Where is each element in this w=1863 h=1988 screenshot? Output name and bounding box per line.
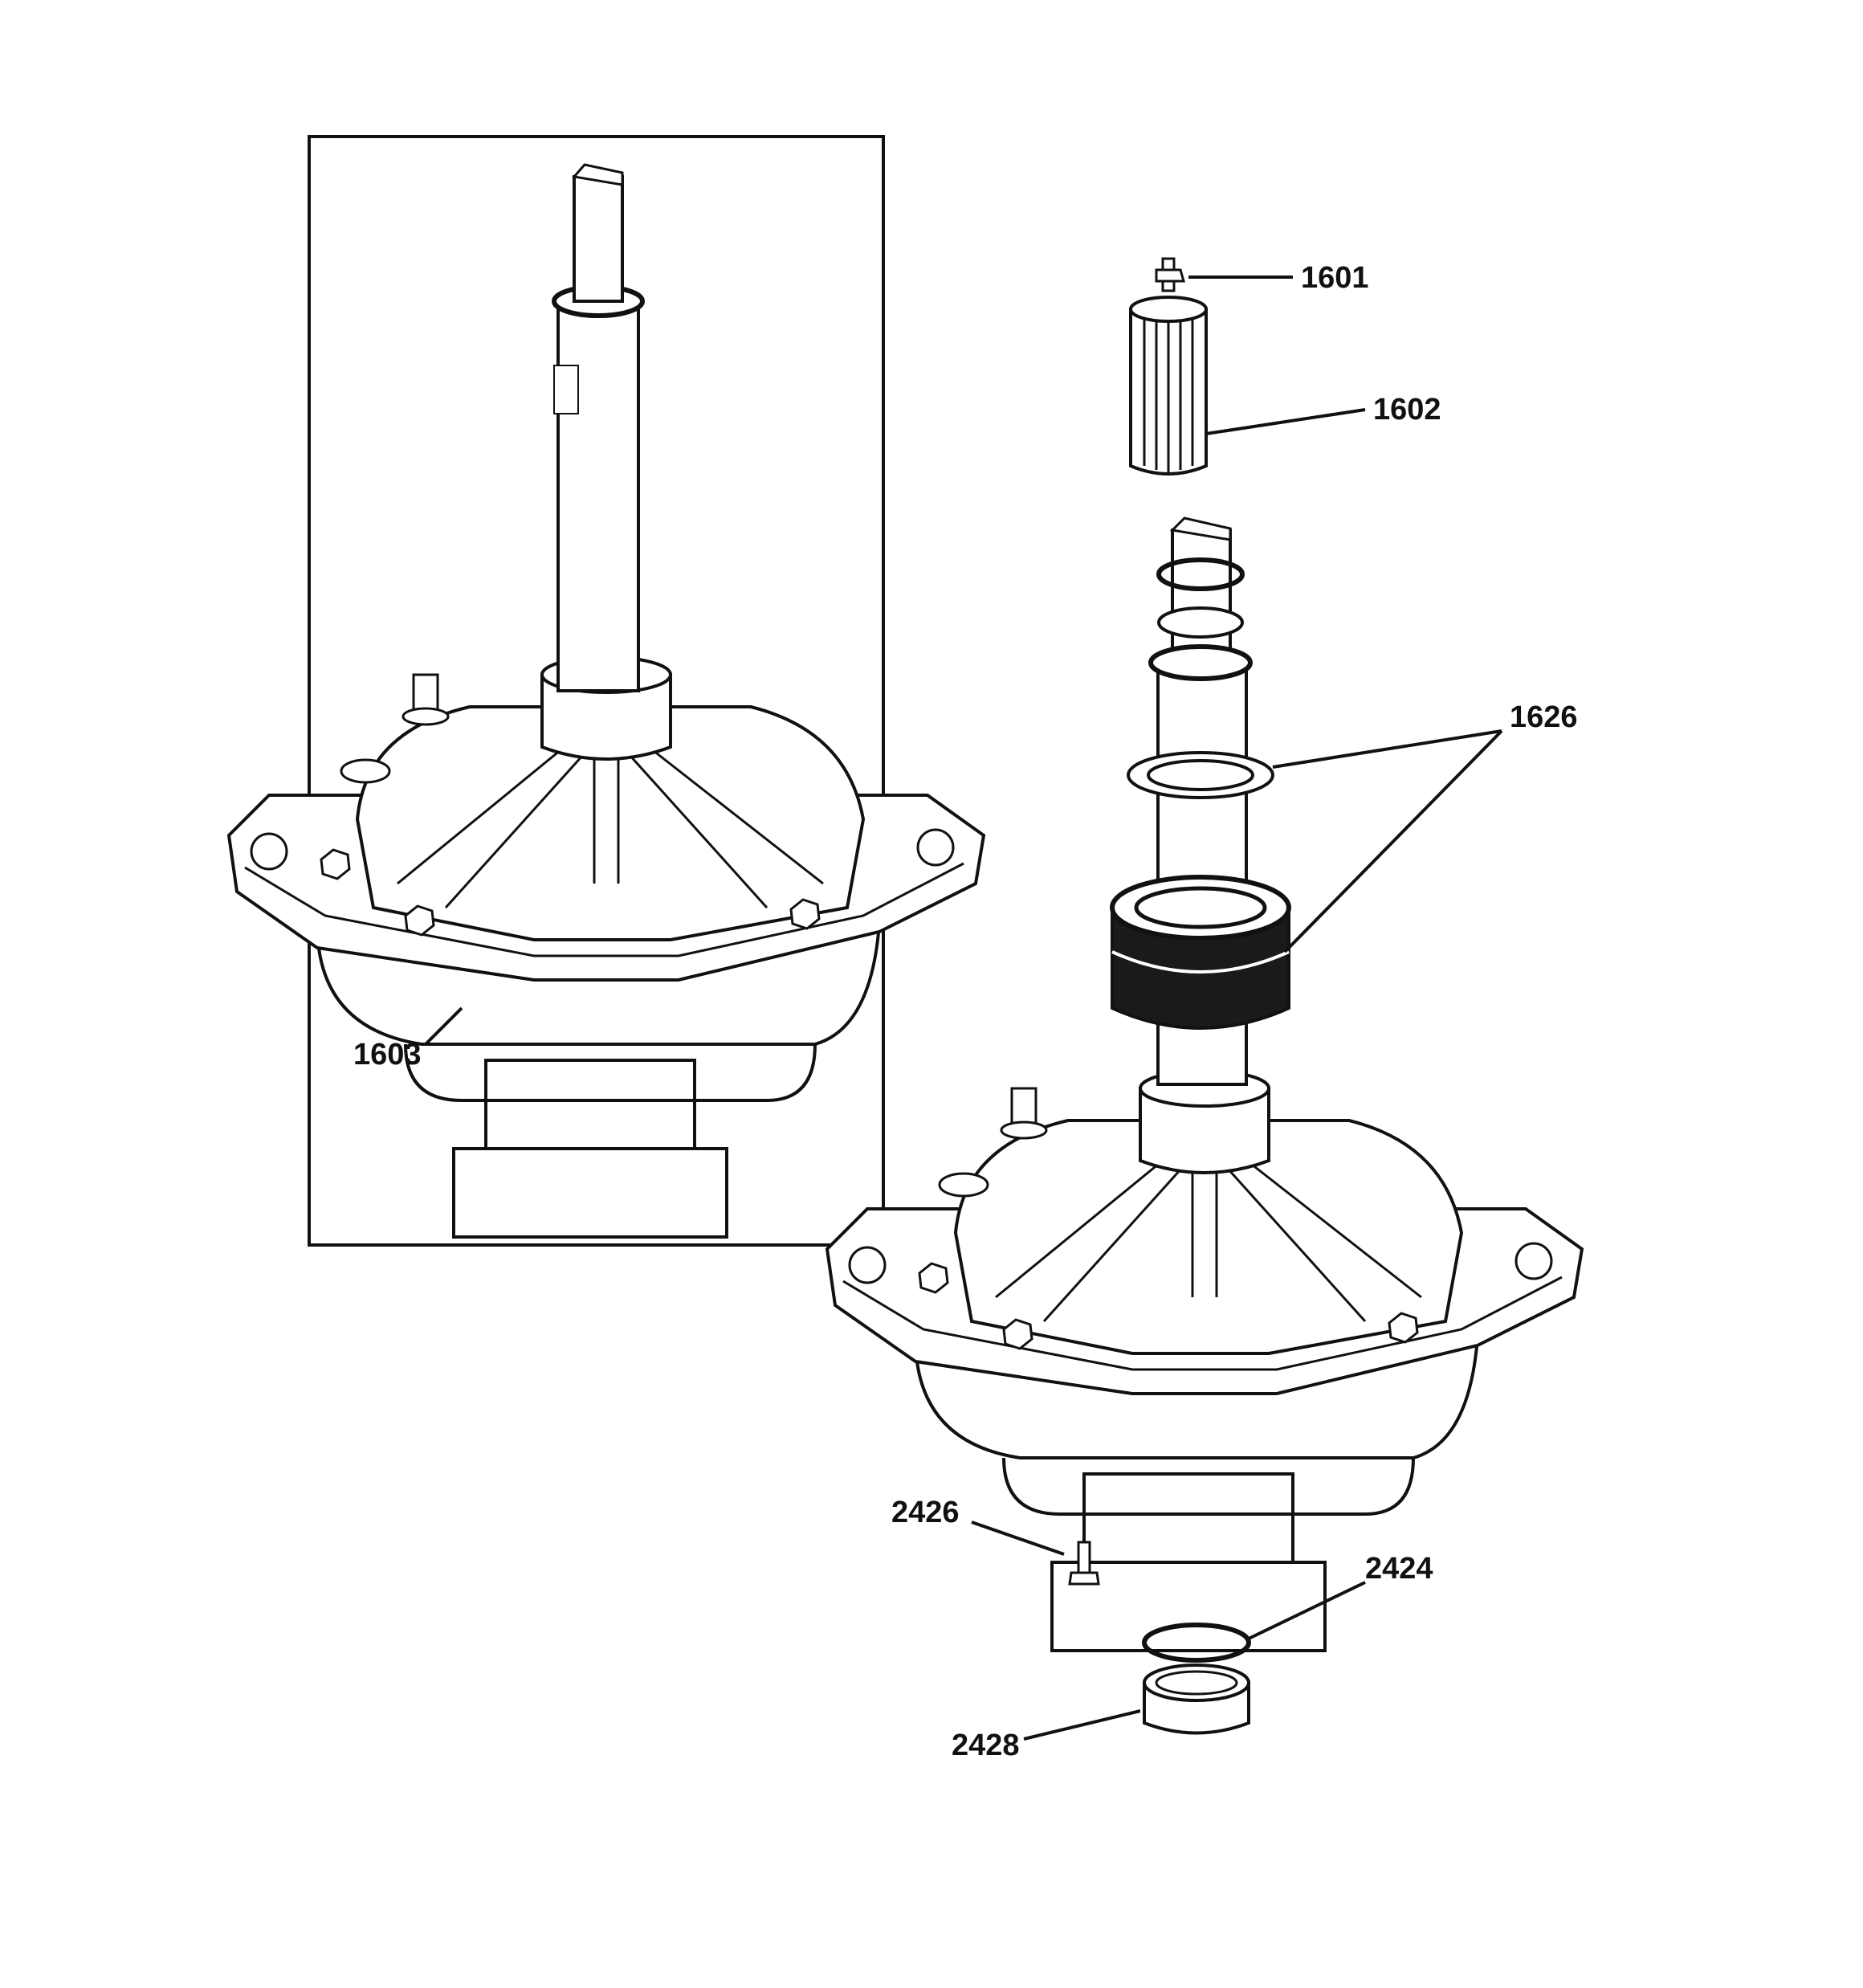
callout-1601: 1601 — [1301, 261, 1369, 295]
leader-2424 — [1248, 1581, 1366, 1640]
exploded-transmission: 1601 1602 1626 2426 2424 2428 — [826, 257, 1584, 1762]
callout-2426: 2426 — [891, 1496, 960, 1529]
callout-2424: 2424 — [1365, 1552, 1433, 1586]
callout-1603: 1603 — [353, 1038, 422, 1072]
part-2428-bushing — [1143, 1663, 1250, 1735]
upper-seal — [1127, 751, 1274, 799]
lower-seal-bearing — [1110, 875, 1291, 1030]
leader-1602 — [1205, 408, 1366, 435]
leader-1603 — [424, 1006, 463, 1046]
leader-2426 — [971, 1521, 1065, 1556]
assembled-shaft — [552, 163, 645, 692]
leader-lines — [971, 276, 1503, 1741]
thin-washer — [1156, 557, 1245, 591]
part-1602-spline-sleeve — [1129, 296, 1208, 476]
assembled-transmission-inset: 1603 — [227, 135, 985, 1247]
callout-2428: 2428 — [952, 1729, 1020, 1762]
leader-1626-upper — [1272, 729, 1502, 769]
leader-1626-lower — [1283, 729, 1503, 953]
callout-1602: 1602 — [1373, 393, 1441, 427]
spacer-washer — [1157, 606, 1244, 639]
part-2424-ring — [1142, 1623, 1251, 1663]
leader-2428 — [1023, 1709, 1141, 1741]
inset-frame — [308, 135, 885, 1247]
callout-1626: 1626 — [1510, 700, 1578, 734]
part-1601-stud — [1155, 257, 1185, 292]
part-2426-bolt — [1068, 1541, 1100, 1586]
